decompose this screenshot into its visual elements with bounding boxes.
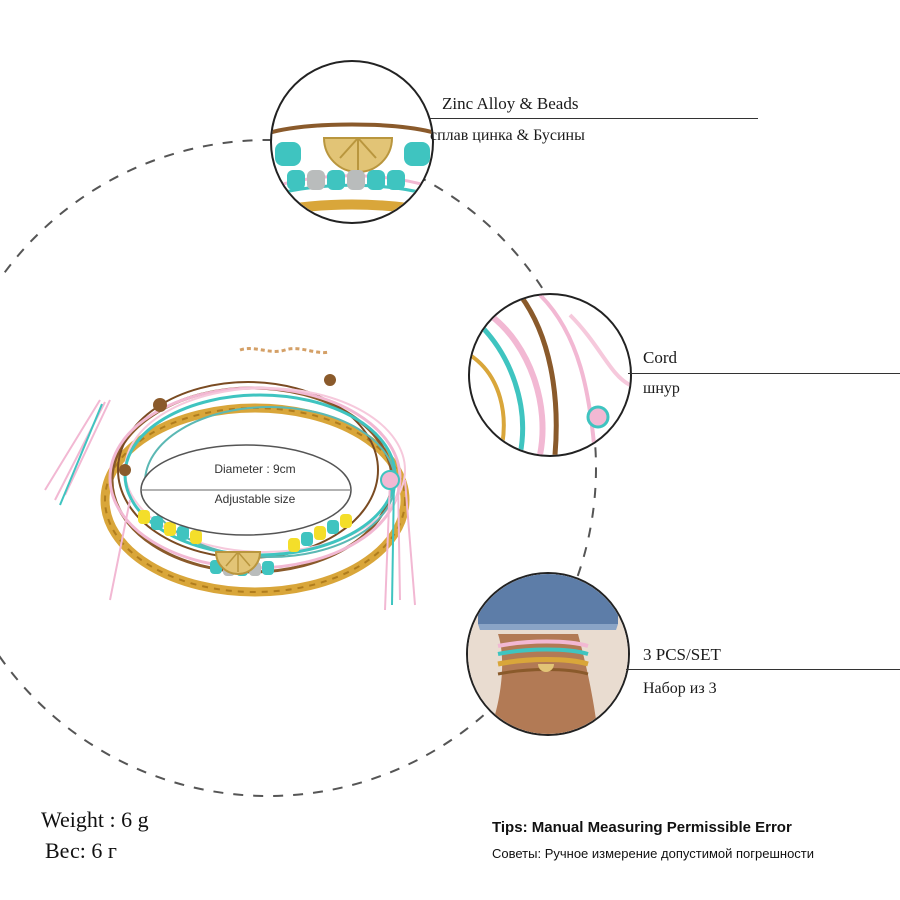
callout-zinc-ru: сплав цинка & Бусины [430, 127, 585, 144]
weight-en: Weight : 6 g [41, 807, 149, 832]
callout-set-ru: Набор из 3 [643, 680, 717, 697]
callout-line-cord [628, 373, 900, 374]
bracelet-set-image [44, 347, 416, 611]
callout-line-set [626, 669, 900, 670]
tips-ru: Советы: Ручное измерение допустимой погр… [492, 846, 815, 861]
adjustable-label: Adjustable size [214, 492, 296, 506]
ankle-wear-image [466, 572, 630, 736]
zinc-beads-detail-image [270, 60, 434, 224]
weight-ru: Вес: 6 г [45, 838, 117, 863]
callout-line-zinc [430, 118, 758, 119]
callout-cord-en: Cord [643, 348, 677, 367]
tips-en: Tips: Manual Measuring Permissible Error [492, 819, 792, 836]
callout-zinc-en: Zinc Alloy & Beads [442, 94, 579, 113]
callout-cord-ru: шнур [643, 380, 680, 397]
cord-detail-image [468, 293, 632, 457]
callout-set-en: 3 PCS/SET [643, 645, 721, 664]
diameter-label: Diameter : 9cm [214, 462, 296, 476]
